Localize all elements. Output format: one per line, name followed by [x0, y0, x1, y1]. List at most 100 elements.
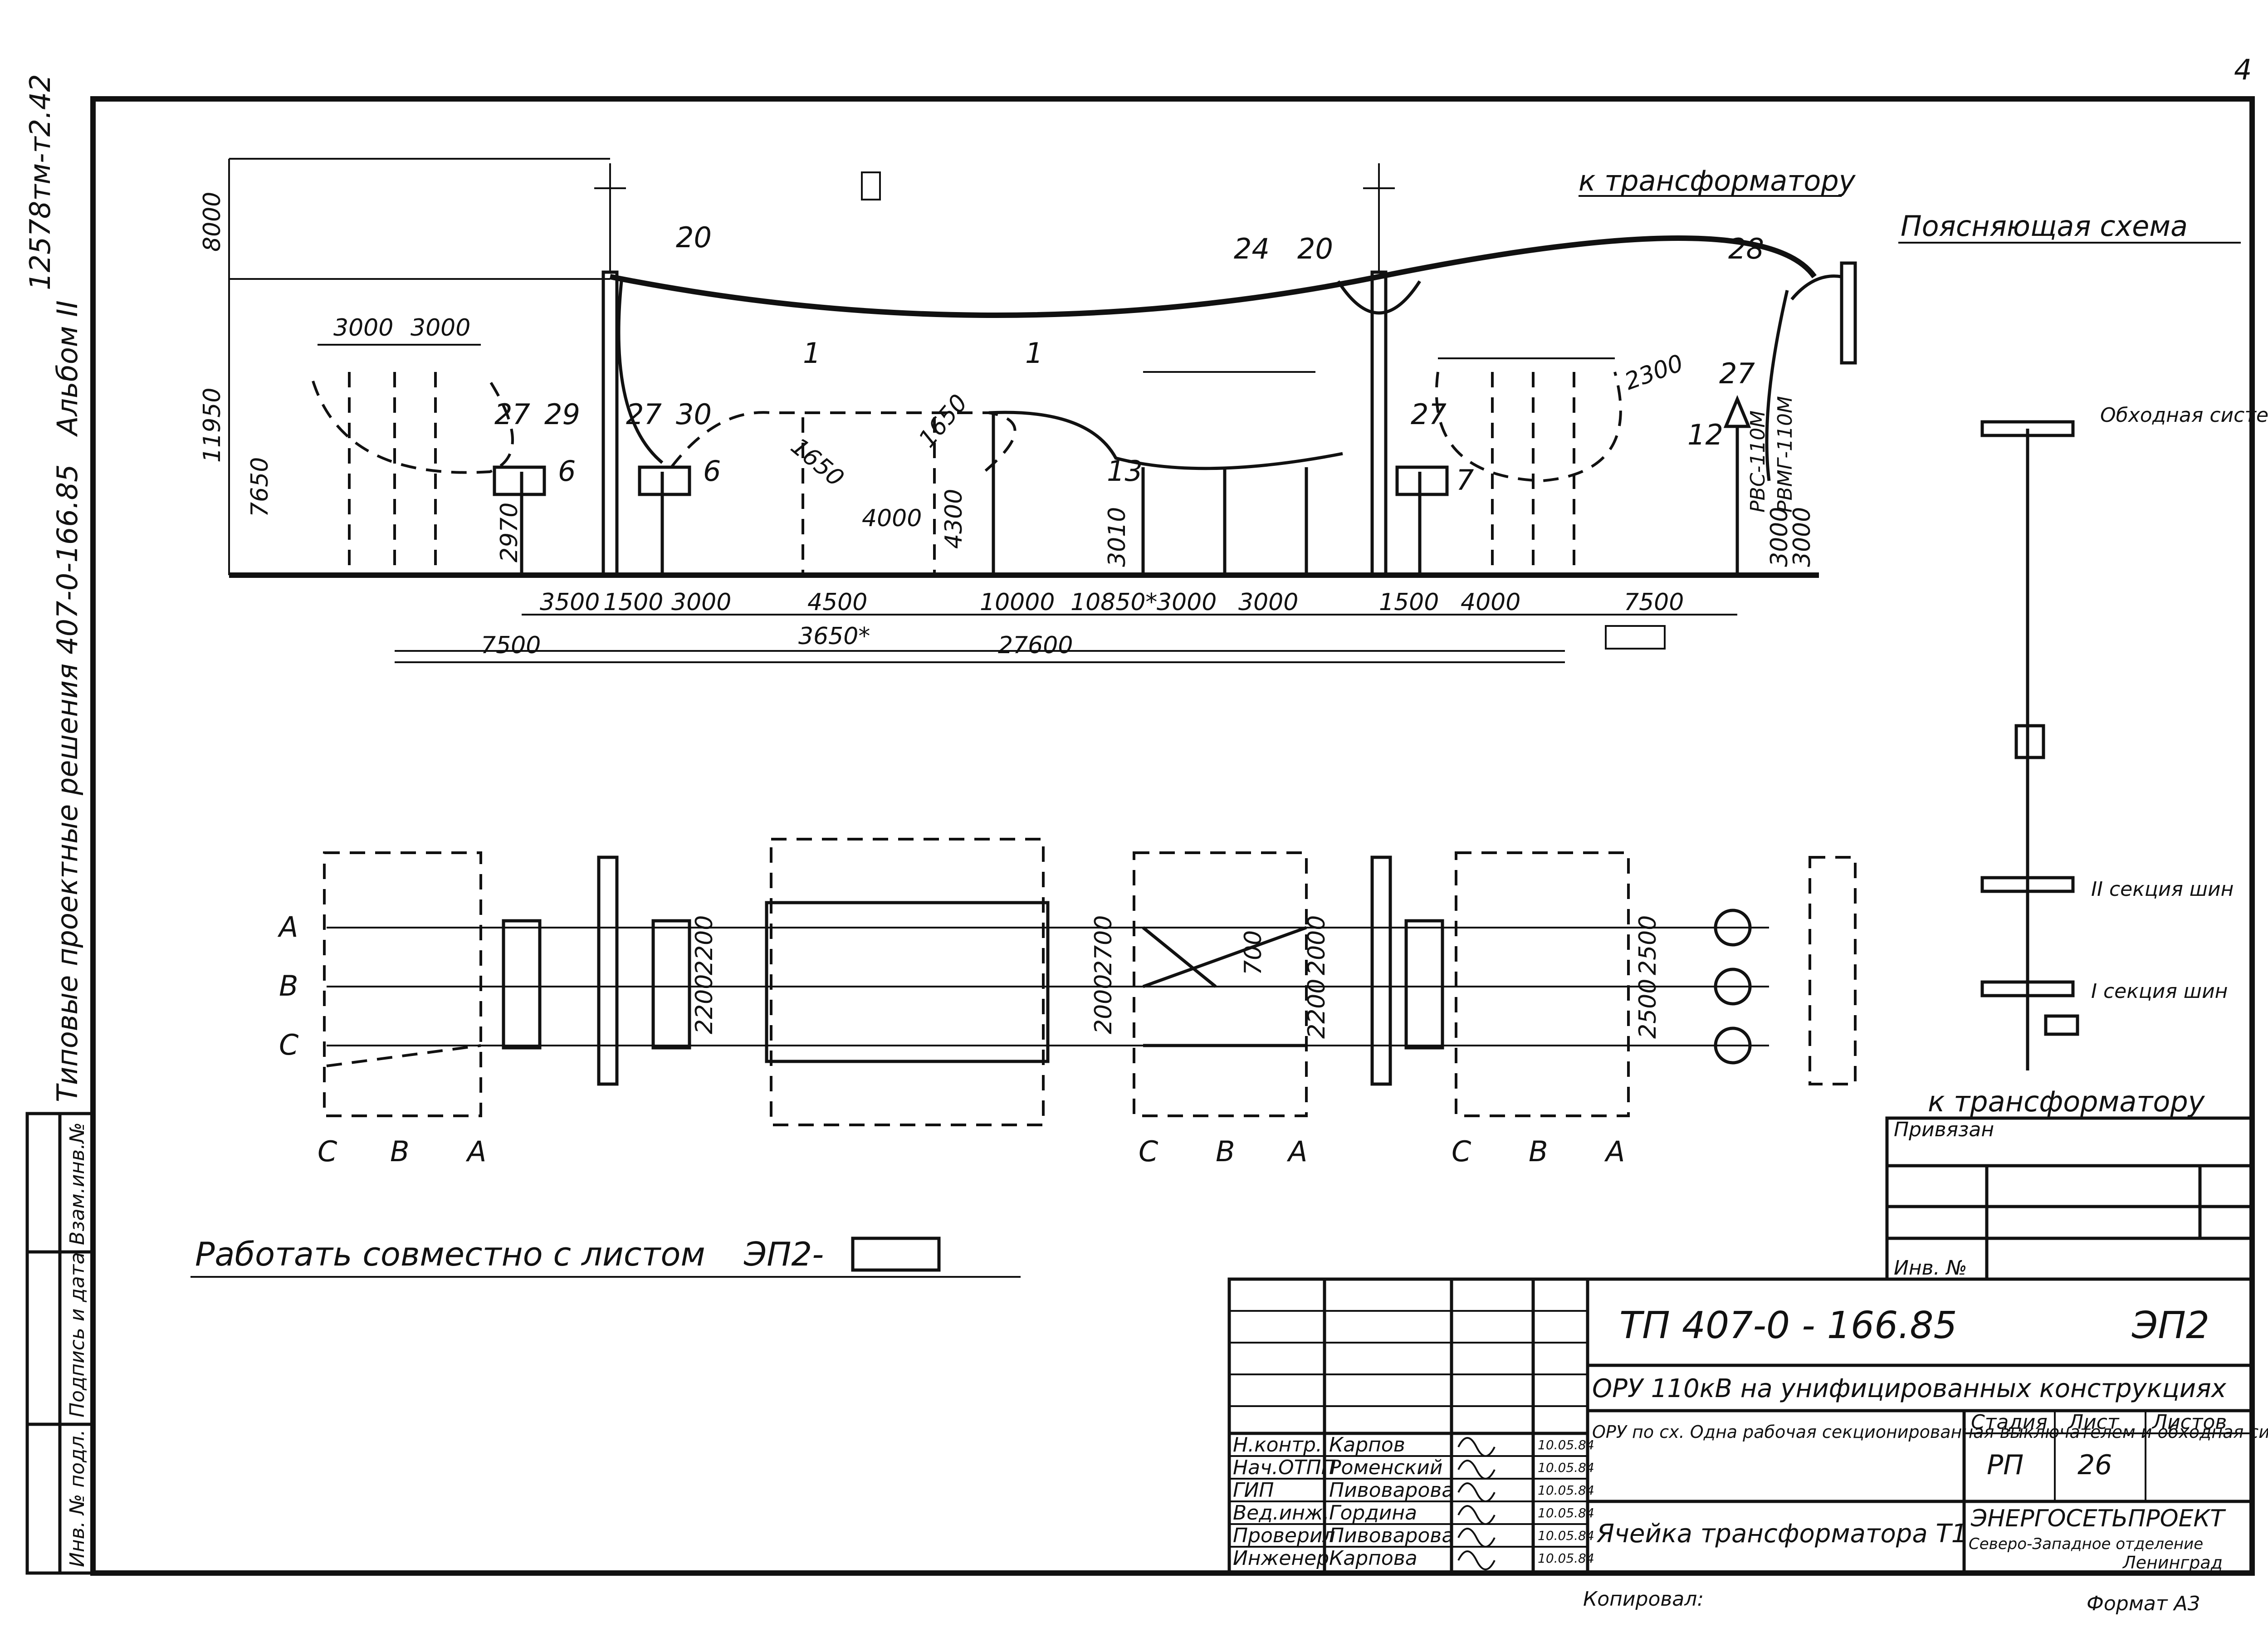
tb-doc: ЭП2 — [2131, 1304, 2209, 1347]
plan-dim: 2500 — [1634, 915, 1662, 975]
arrester-symbol-a — [1714, 909, 1752, 947]
dim-left: 7650 — [246, 457, 274, 517]
tb-role: Н.контр. — [1233, 1433, 1322, 1456]
signature — [1457, 1460, 1496, 1480]
dim-bottom: 1500 — [603, 589, 663, 616]
plan-dim: 2500 — [1634, 979, 1662, 1039]
bus-dashed-outline — [312, 380, 514, 474]
tb-role: Проверил — [1233, 1524, 1335, 1547]
ct-stack — [502, 919, 542, 1050]
signature — [1457, 1482, 1496, 1502]
portal-column-1 — [601, 270, 619, 577]
tb-name: Гордина — [1329, 1501, 1417, 1525]
span-wire — [609, 235, 1817, 318]
tb-code: ТП 407-0 - 166.85 — [1619, 1304, 1957, 1347]
bus-zone-1 — [323, 851, 482, 1117]
to-transformer-elev: к трансформатору — [1579, 164, 1856, 197]
elev-label: 27 — [1411, 398, 1447, 431]
plan-dim: 2700 — [1090, 915, 1117, 975]
note-text: Работать совместно с листом — [195, 1235, 705, 1273]
portal-column-2 — [1370, 270, 1388, 577]
dim-bottom: 3500 — [540, 589, 600, 616]
plan-view: 2200 2200 2700 2000 700 2000 2200 2500 2… — [277, 838, 1857, 1168]
phase-bottom: B — [1216, 1135, 1235, 1168]
breaker-dashed-outline — [670, 411, 1017, 473]
dim-mid: 4000 — [862, 505, 922, 532]
plan-dim: 2200 — [691, 974, 718, 1034]
section1-bus-bar — [1980, 980, 2075, 997]
portal-beam-2 — [1370, 855, 1392, 1086]
signature — [1457, 1528, 1496, 1548]
arrester-symbol-b — [1714, 968, 1752, 1006]
note-ref-box — [851, 1236, 941, 1272]
plan-dim: 2000 — [1303, 915, 1330, 975]
tb-date: 10.05.84 — [1538, 1505, 1594, 1520]
tb-sheet: 26 — [2077, 1449, 2112, 1481]
tb-name: Карпова — [1329, 1547, 1418, 1570]
ct-body — [493, 465, 546, 496]
phase-label: A — [277, 910, 298, 943]
wire-loop — [1337, 280, 1421, 315]
tb-project: ОРУ 110кВ на унифицированных конструкция… — [1592, 1374, 2227, 1403]
phase-bottom: C — [1139, 1135, 1158, 1168]
arrester-label-2: РВМГ-110М — [1774, 396, 1797, 513]
bypass-label-1: Обходная система шин — [2100, 404, 2268, 427]
dim-bottom: 4000 — [1461, 589, 1520, 616]
phase-bottom: C — [318, 1135, 337, 1168]
tb-role: ГИП — [1233, 1479, 1274, 1502]
bus-zone-3 — [1455, 851, 1630, 1117]
dim-bottom-2: 7500 — [481, 632, 541, 659]
drop-wire — [617, 281, 664, 464]
empty-box-small — [861, 171, 881, 200]
tb-company: ЭНЕРГОСЕТЬПРОЕКТ — [1970, 1505, 2226, 1532]
tb-sheets-hdr: Листов — [2151, 1411, 2227, 1434]
phase-bottom: A — [1604, 1135, 1625, 1168]
tb-role: Вед.инж. — [1233, 1501, 1330, 1525]
elev-label: 1 — [1025, 337, 1043, 370]
tb-name: Роменский — [1329, 1456, 1442, 1479]
scheme-breaker — [2014, 724, 2045, 759]
phase-bottom: A — [465, 1135, 486, 1168]
elev-label: 6 — [558, 454, 576, 488]
tb-role: Нач.ОТПП — [1233, 1456, 1336, 1479]
arrester-symbol-c — [1714, 1026, 1752, 1065]
elev-label: 30 — [676, 398, 712, 431]
privyazan-label: Привязан — [1894, 1118, 1994, 1141]
breaker-foundation — [765, 901, 1050, 1063]
dim-mid: 1650 — [786, 433, 849, 492]
copied-label: Копировал: — [1583, 1588, 1704, 1611]
left-stamp-replace: Взам.инв.№ — [66, 1122, 89, 1245]
elev-label: 7 — [1456, 464, 1474, 497]
tb-stage: РП — [1987, 1449, 2024, 1481]
portal-beam-1 — [597, 855, 619, 1086]
tb-sheet-hdr: Лист — [2068, 1411, 2120, 1434]
dim-bottom-2: 27600 — [998, 632, 1073, 659]
ct-stack — [1404, 919, 1444, 1050]
bus-dashed-outline — [1435, 371, 1622, 483]
ct-body — [638, 465, 691, 496]
phase-bottom: A — [1286, 1135, 1307, 1168]
elev-label: 13 — [1107, 454, 1143, 488]
phase-label: C — [279, 1028, 299, 1061]
tb-city: Ленинград — [2122, 1553, 2223, 1573]
phase-bottom: C — [1452, 1135, 1471, 1168]
signature — [1457, 1437, 1496, 1457]
plan-dim: 2200 — [1303, 979, 1330, 1039]
tb-description: ОРУ по сх. Одна рабочая секционированная… — [1592, 1422, 2268, 1442]
elev-label: 20 — [1297, 232, 1333, 265]
phase-bottom: B — [390, 1135, 410, 1168]
ct-body — [1395, 465, 1449, 496]
ct-stack — [651, 919, 691, 1050]
dim-bottom: 4500 — [807, 589, 867, 616]
dim-bottom: 3000 — [1238, 589, 1298, 616]
drop-wire — [1765, 290, 1789, 481]
elev-label: 20 — [676, 221, 712, 254]
title-block-frame — [1227, 1277, 2254, 1575]
section2-label: II секция шин — [2091, 878, 2234, 901]
explanatory-scheme: Поясняющая схема Обходная система шин II… — [1898, 210, 2268, 1118]
dim-bottom: 10850* — [1070, 589, 1157, 616]
left-stamp-inv: Инв. № подл. — [66, 1429, 89, 1567]
tb-name: Пивоварова — [1329, 1524, 1454, 1547]
left-stamp-sign: Подпись и дата — [66, 1252, 89, 1417]
